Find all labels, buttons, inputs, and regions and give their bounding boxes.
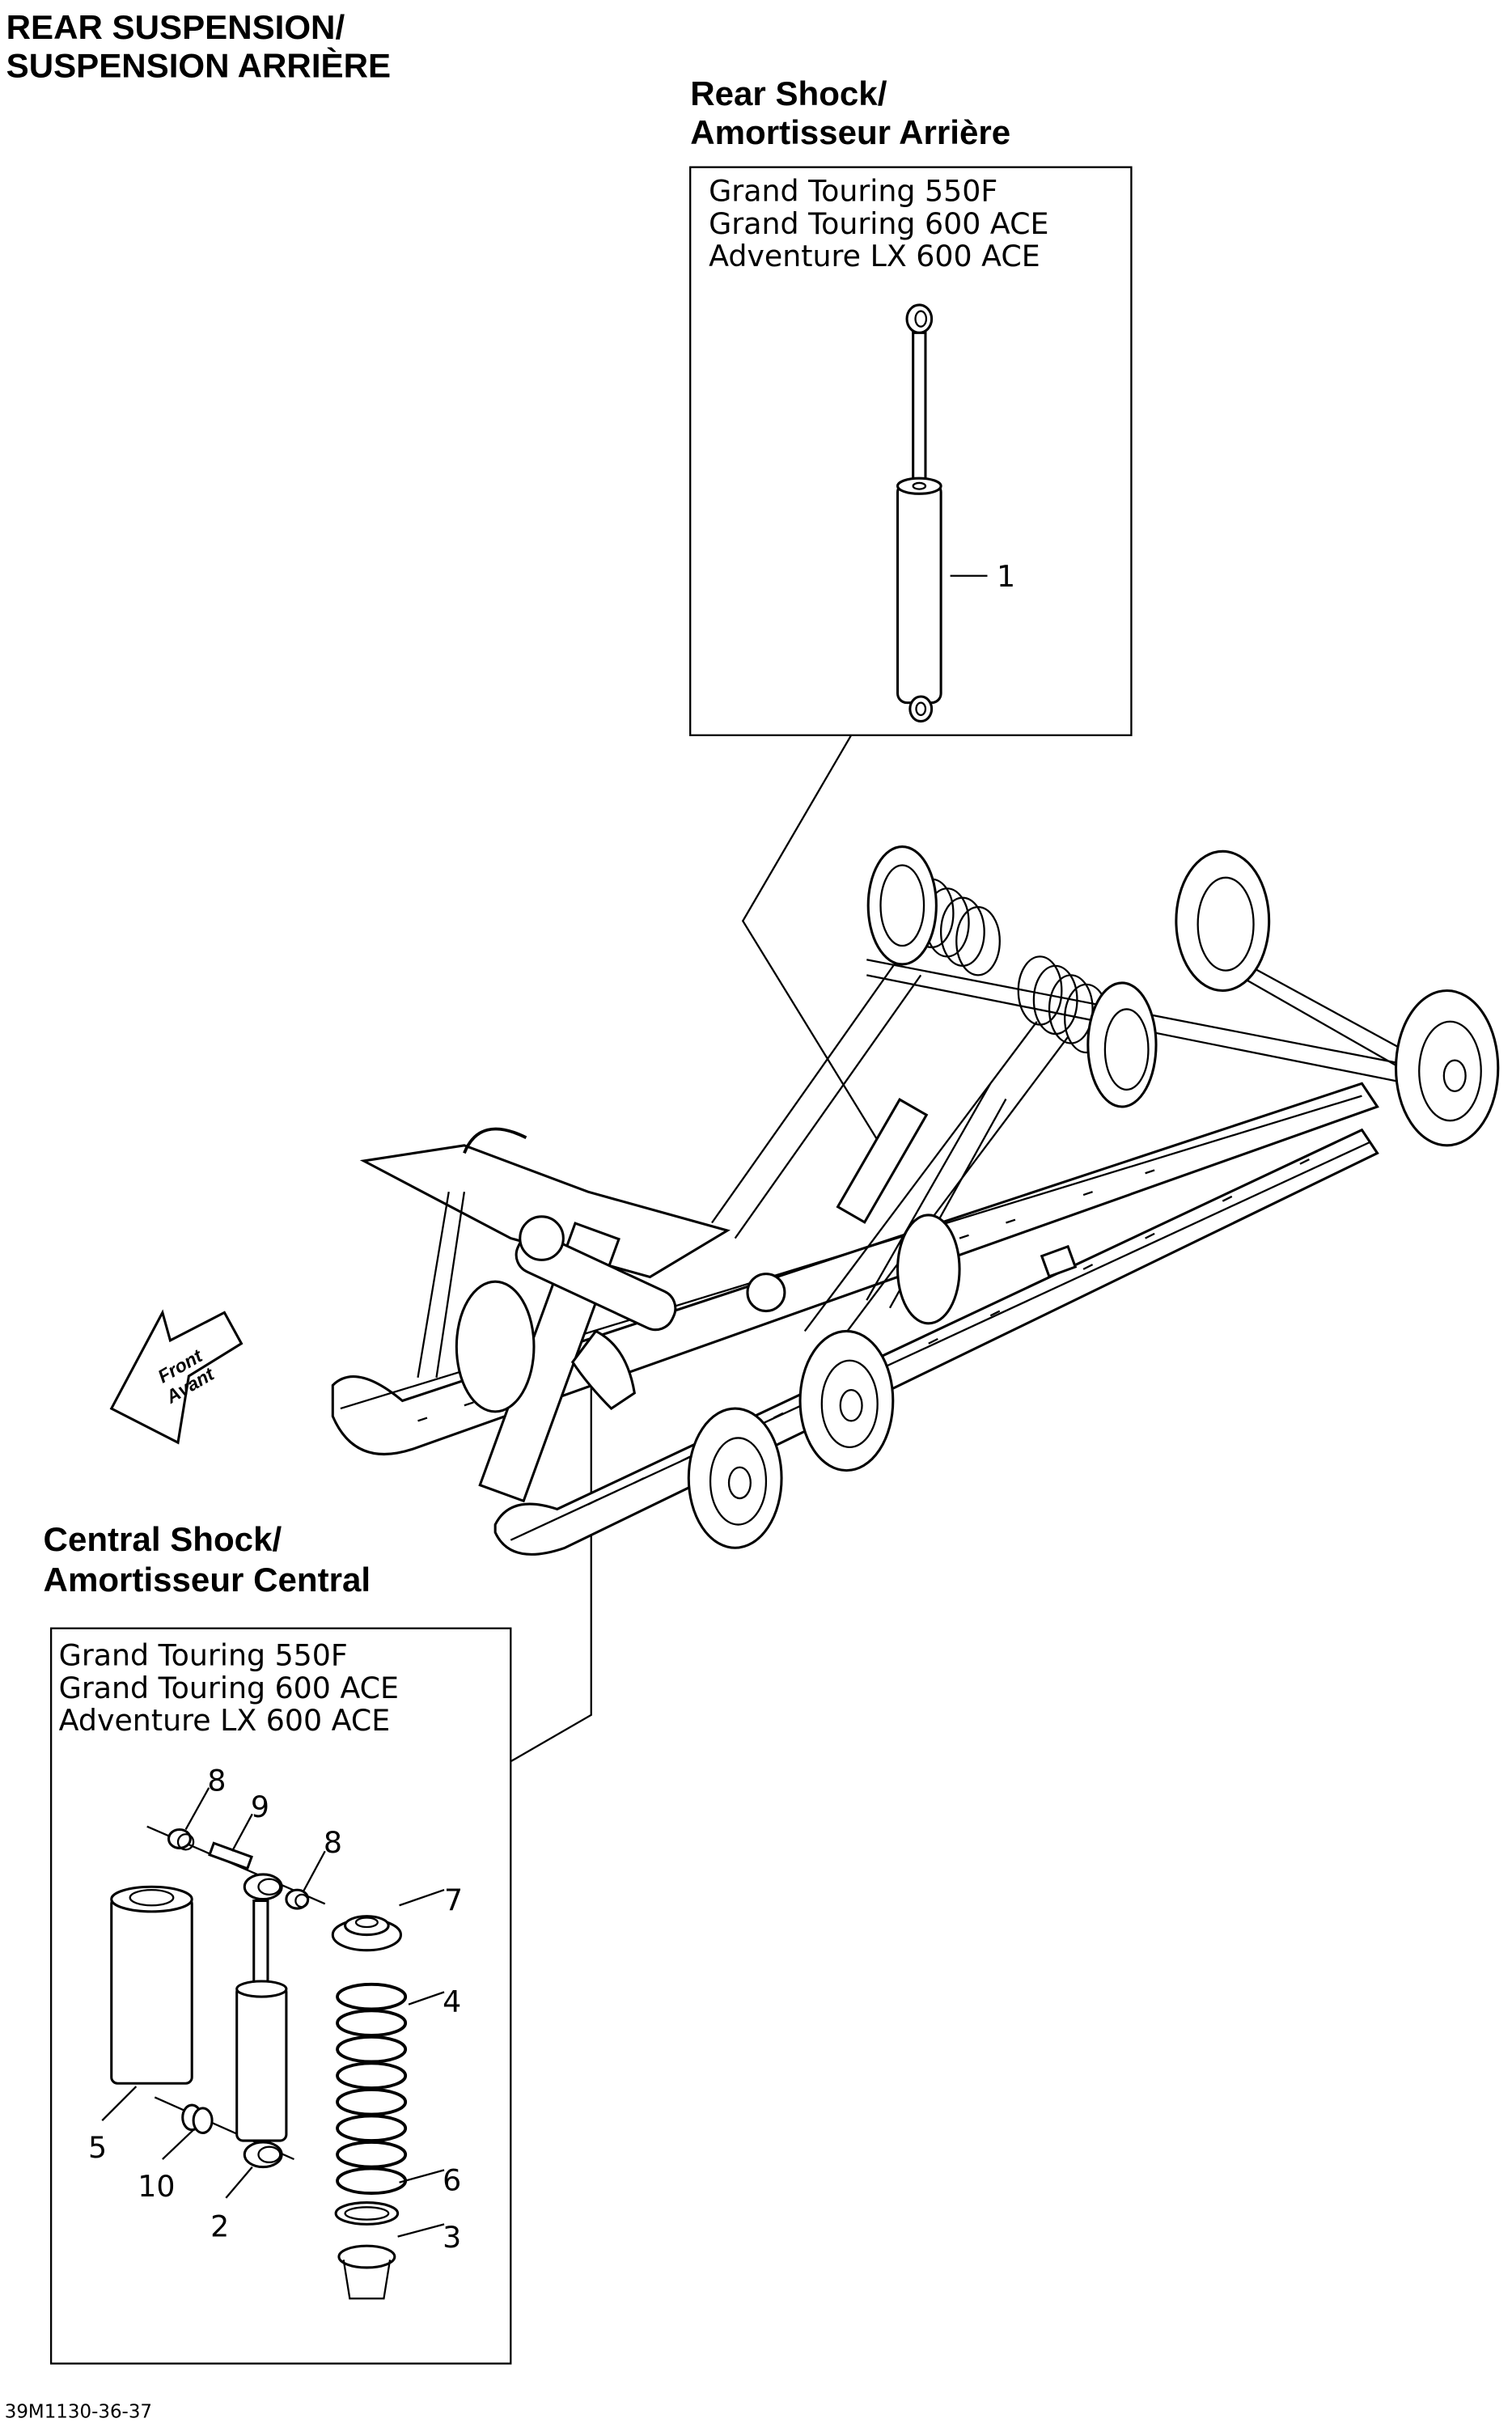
part-10-bushing[interactable] [181,2103,214,2135]
page-title-line1: REAR SUSPENSION/ [6,8,345,46]
callout-6[interactable]: 6 [443,2162,461,2197]
central-shock-leader [510,1346,592,1763]
page-title-line2: SUSPENSION ARRIÈRE [6,47,391,85]
central-shock-title-line2: Amortisseur Central [44,1561,371,1599]
part-3-nut[interactable] [337,2244,396,2300]
callout-10[interactable]: 10 [138,2169,175,2204]
central-shock-model: Grand Touring 600 ACE [59,1671,399,1705]
rear-shock-box [689,166,1133,736]
part-5-sleeve[interactable] [110,1885,193,2085]
rear-shock-model: Grand Touring 600 ACE [709,206,1048,241]
rear-shock-leader [741,735,890,1158]
rear-shock-model: Adventure LX 600 ACE [709,239,1040,273]
callout-8[interactable]: 8 [207,1764,226,1798]
part-8-bushing[interactable] [285,1888,310,1910]
callout-9[interactable]: 9 [251,1790,269,1824]
part-8-bushing[interactable] [167,1828,195,1851]
callout-5[interactable]: 5 [88,2130,107,2165]
front-direction-arrow: Front Avant [109,1309,244,1445]
rear-shock-title-line2: Amortisseur Arrière [690,113,1010,151]
rear-suspension-assembly [331,845,1500,1556]
part-7-cap[interactable] [331,1915,402,1952]
part-4-spring[interactable] [336,1982,408,2196]
part-9-pin[interactable] [208,1841,253,1870]
callout-8[interactable]: 8 [324,1825,342,1860]
rear-shock-title-line1: Rear Shock/ [690,74,887,112]
central-shock-box [49,1627,512,2365]
callout-1[interactable]: 1 [997,559,1015,594]
callout-3[interactable]: 3 [443,2220,461,2255]
central-shock-title-line1: Central Shock/ [44,1520,282,1558]
callout-4[interactable]: 4 [443,1984,461,2019]
central-shock-model: Adventure LX 600 ACE [59,1703,391,1738]
callout-2[interactable]: 2 [210,2209,229,2244]
part-6-ring[interactable] [334,2201,400,2226]
callout-7[interactable]: 7 [444,1883,463,1917]
diagram-reference: 39M1130-36-37 [5,2402,152,2423]
part-2-shock[interactable] [235,1873,288,2169]
rear-shock-model: Grand Touring 550F [709,174,997,209]
rear-shock-part-1[interactable] [896,303,942,723]
central-shock-parts [101,1787,445,2300]
central-shock-model: Grand Touring 550F [59,1638,348,1673]
